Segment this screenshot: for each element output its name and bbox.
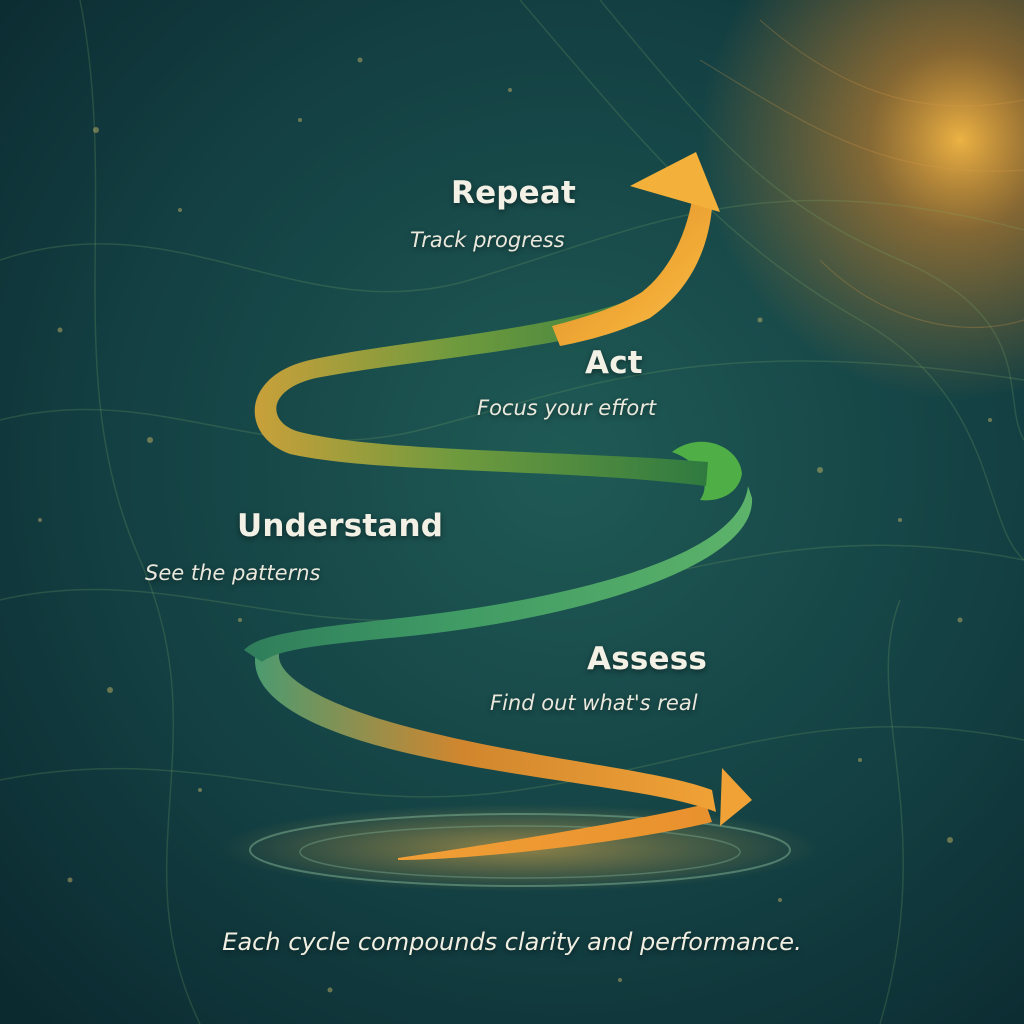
stage-title-act: Act — [585, 345, 643, 381]
footer-caption: Each cycle compounds clarity and perform… — [222, 928, 802, 956]
stage-title-assess: Assess — [587, 641, 708, 677]
stage-subtitle-act: Focus your effort — [477, 396, 657, 420]
stage-subtitle-repeat: Track progress — [410, 228, 565, 252]
stage-title-repeat: Repeat — [451, 175, 577, 211]
stage-title-understand: Understand — [237, 508, 444, 544]
stage-subtitle-assess: Find out what's real — [490, 691, 698, 715]
stage-subtitle-understand: See the patterns — [145, 561, 321, 585]
